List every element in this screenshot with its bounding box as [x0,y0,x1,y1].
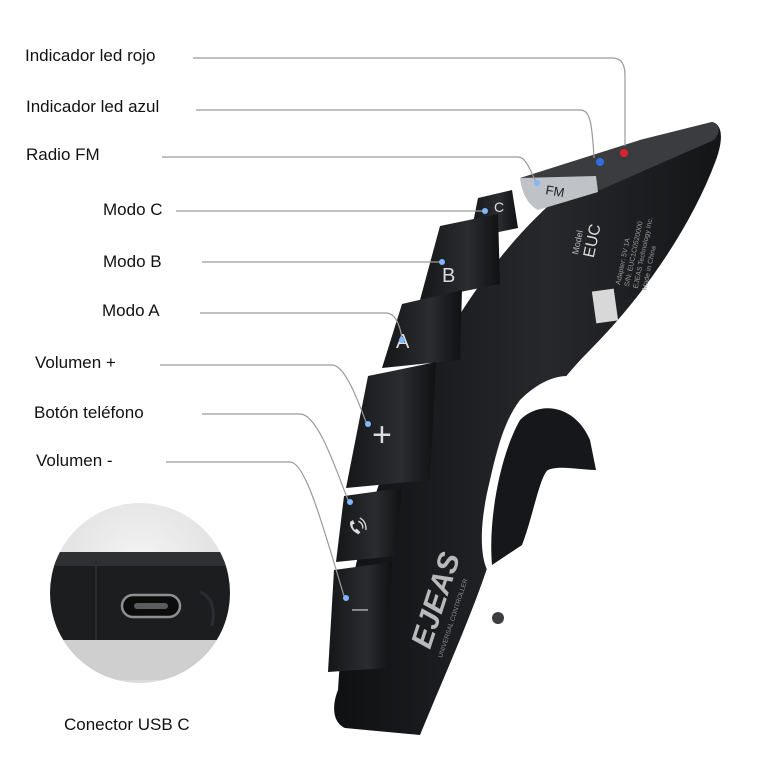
spec-text-block: Adapter: 5V 1A S/N: EUC1C0520000 EJEAS T… [615,217,658,291]
phone-icon [350,517,367,535]
leader-mode-a [200,312,403,339]
callout-label-volume-up: Volumen + [35,353,116,372]
usb-inset-caption: Conector USB C [64,715,190,734]
callout-label-mode-a: Modo A [102,301,160,320]
dot-mode-b [439,259,445,265]
controller-top-face [520,122,719,190]
callout-label-red-led: Indicador led rojo [25,46,156,65]
leader-blue-led [196,109,595,159]
dot-phone [347,499,353,505]
b-button-glyph: B [442,265,455,287]
clamp-screw [492,612,504,624]
leader-volume-up [160,364,367,423]
clamp-band [491,408,596,565]
red-led-light [620,149,628,157]
dot-volume-down [343,595,349,601]
callout-label-blue-led: Indicador led azul [26,97,160,116]
leader-fm [162,156,537,183]
blue-led-light [596,158,604,166]
callout-label-phone-button: Botón teléfono [34,403,144,422]
b-button-shape [420,214,500,300]
model-label-text: Model [570,229,585,255]
model-plate-sticker [591,288,619,324]
fm-button-glyph: FM [544,182,565,200]
a-button-shape [382,290,462,368]
leader-phone [202,413,349,501]
leader-red-led [193,57,626,146]
leader-lines [160,57,626,597]
model-plate: Model EUC [570,223,605,260]
plus-button-shape [346,362,436,488]
callout-dots [343,180,540,601]
plus-button-glyph: + [372,416,392,454]
callout-label-mode-b: Modo B [103,252,162,271]
dot-volume-up [365,421,371,427]
usb-inset [50,503,230,683]
model-name-text: EUC [581,223,605,260]
minus-button-glyph: — [352,601,368,618]
phone-button-shape [336,488,402,562]
dot-mode-a [399,337,405,343]
minus-button-shape [328,562,392,672]
c-button-glyph: C [494,199,504,215]
callout-label-mode-c: Modo C [103,200,163,219]
dot-mode-c [482,208,488,214]
callout-label-volume-down: Volumen - [36,451,113,470]
leader-volume-down [166,461,345,597]
dot-fm [534,180,540,186]
callout-label-fm-radio: Radio FM [26,145,100,164]
